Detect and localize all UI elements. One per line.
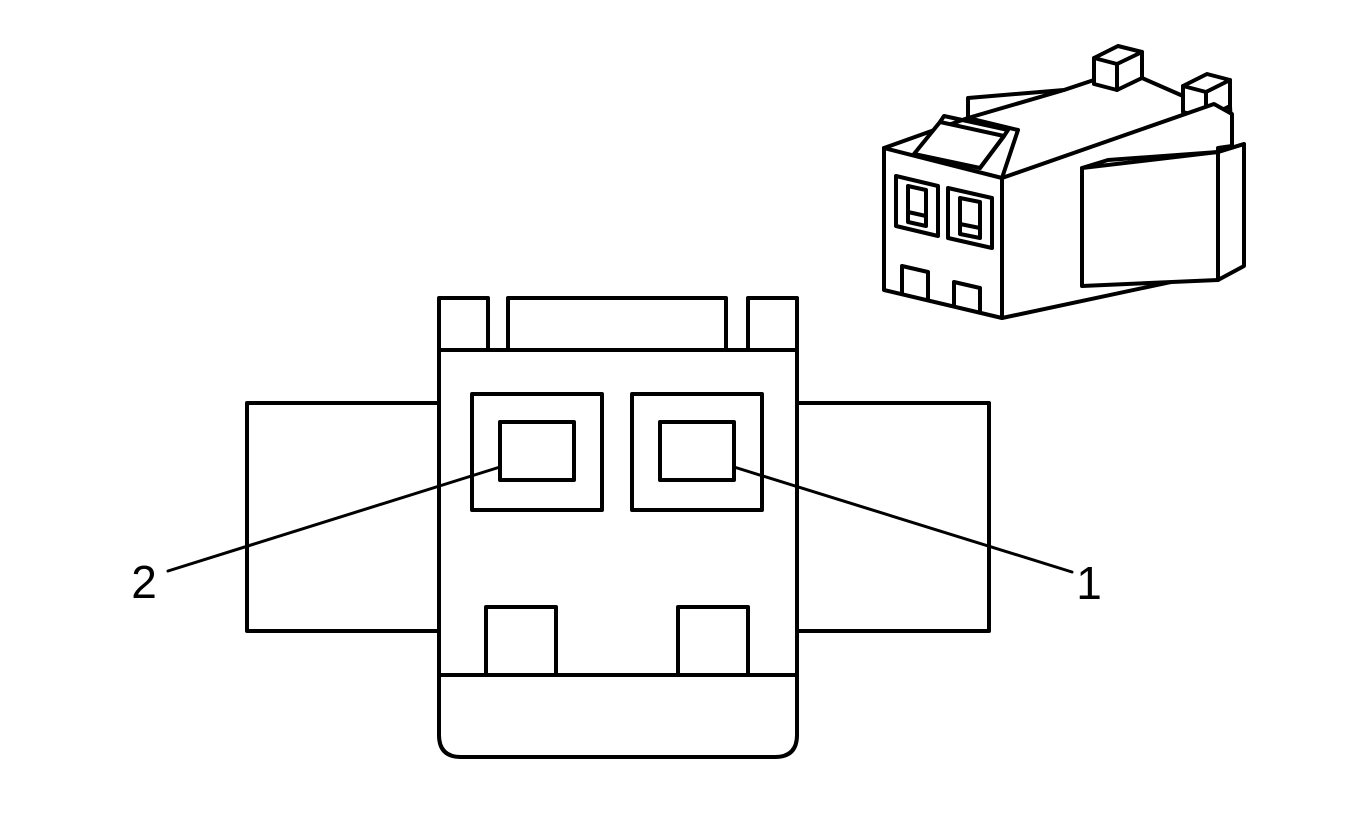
connector-isometric-view: [882, 44, 1246, 320]
callout-2-label: 2: [131, 556, 157, 608]
callout-2-leader: [166, 465, 502, 573]
connector-face-view: [245, 296, 991, 759]
iso-top-surface: [966, 76, 1234, 148]
terminal-1-cavity-outer: [630, 392, 764, 512]
terminal-2-cavity-outer: [470, 392, 604, 512]
terminal-1-cavity-inner: [658, 420, 736, 482]
top-right-tab: [746, 296, 799, 352]
bottom-left-slot: [484, 605, 558, 677]
iso-right-wing-side: [1216, 142, 1246, 282]
iso-latch-edge: [938, 114, 1010, 170]
callout-1-leader: [732, 465, 1074, 574]
iso-top-edge: [882, 116, 1020, 180]
iso-front-face: [882, 146, 1004, 320]
iso-right-wing-top: [1080, 142, 1246, 170]
callout-1-label: 1: [1076, 557, 1102, 609]
iso-right-wing: [1080, 150, 1220, 288]
iso-post-back-edge: [1092, 50, 1144, 92]
top-left-tab: [437, 296, 490, 352]
terminal-2-cavity-inner: [498, 420, 576, 482]
bottom-right-slot: [676, 605, 750, 677]
connector-body: [437, 348, 799, 759]
top-center-tab: [506, 296, 728, 352]
iso-cavity-1: [946, 186, 994, 250]
iso-cavity-2: [894, 174, 940, 238]
iso-bottom-notches: [900, 264, 982, 314]
